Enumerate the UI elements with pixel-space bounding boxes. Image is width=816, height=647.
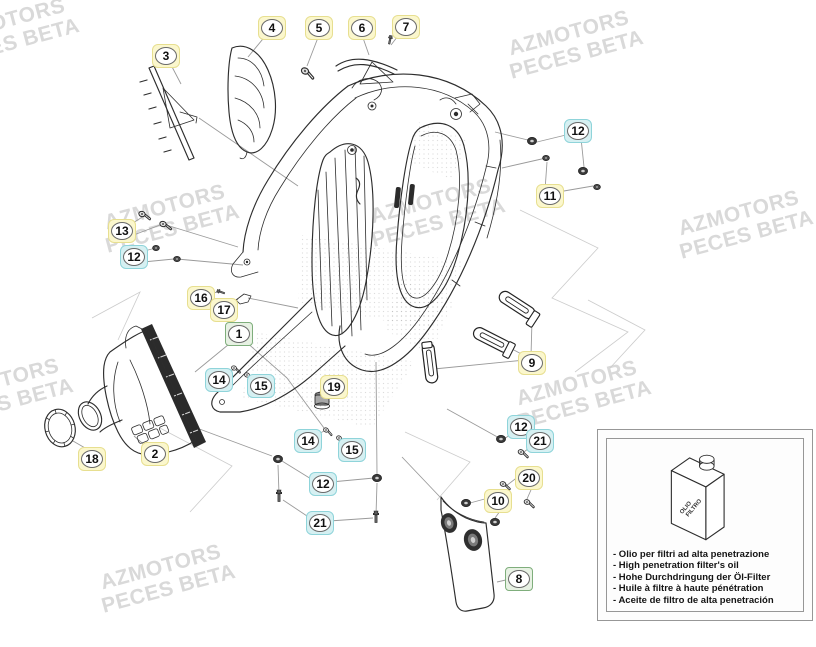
callout-21: 21 [526,429,554,453]
part-3-bracket-rail [139,65,198,161]
callout-21: 21 [306,511,334,535]
callout-12: 12 [564,119,592,143]
part-9-straps [421,288,541,385]
callout-17: 17 [210,298,238,322]
callout-10: 10 [484,489,512,513]
part-1-airbox-body [211,73,503,413]
callout-18: 18 [78,447,106,471]
callout-6: 6 [348,16,376,40]
oil-note-line: - Hohe Durchdringung der Öl-Filter [613,571,771,583]
part-2-filter-housing [77,324,206,456]
oil-note-line: - Aceite de filtro de alta penetración [613,594,774,606]
callout-2: 2 [141,442,169,466]
callout-11: 11 [536,184,564,208]
part-18-clamp-ring [44,408,76,448]
callout-20: 20 [515,466,543,490]
callout-9: 9 [518,351,546,375]
callout-19: 19 [320,375,348,399]
oil-canister-drawing: OLIO FILTRO [670,454,725,541]
fastener-nuts [152,154,601,263]
callout-13: 13 [108,219,136,243]
callout-15: 15 [247,374,275,398]
callout-7: 7 [392,15,420,39]
oil-note-line: - Olio per filtri ad alta penetrazione [613,549,770,560]
oil-note-inner-frame: OLIO FILTRO - Olio per filtri ad alta pe… [606,438,804,612]
part-6-bracket [335,58,398,85]
callout-14: 14 [205,368,233,392]
oil-note-line: - High penetration filter's oil [613,560,739,572]
callout-12: 12 [309,472,337,496]
callout-12: 12 [507,415,535,439]
callout-3: 3 [152,44,180,68]
oil-note-line: - Huile à filtre à haute pénétration [613,583,764,595]
callout-4: 4 [258,16,286,40]
oil-note-box: OLIO FILTRO - Olio per filtri ad alta pe… [597,429,813,621]
callout-8: 8 [505,567,533,591]
callout-16: 16 [187,286,215,310]
part-17-clip [235,293,252,305]
part-4-cover-dome [227,45,277,160]
oil-note-text: - Olio per filtri ad alta penetrazione -… [607,547,803,606]
callout-12: 12 [120,245,148,269]
callout-15: 15 [338,438,366,462]
part-8-mud-flap [440,496,495,612]
callout-1: 1 [225,322,253,346]
callout-14: 14 [294,429,322,453]
callout-5: 5 [305,16,333,40]
part-5-screw [299,66,317,81]
